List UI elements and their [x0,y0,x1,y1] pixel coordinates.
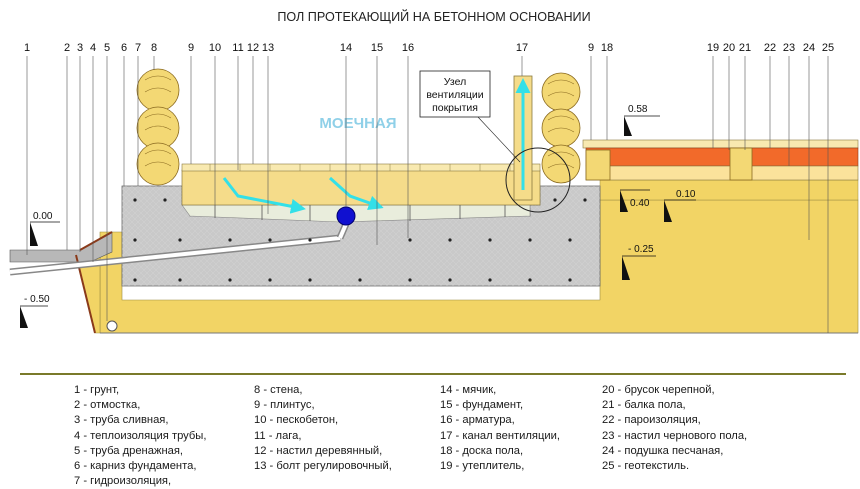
callout-number: 18 [601,42,613,54]
legend-item: 5 - труба дренажная, [74,444,184,457]
legend-item: 2 - отмостка, [74,399,141,412]
diagram-title: ПОЛ ПРОТЕКАЮЩИЙ НА БЕТОННОМ ОСНОВАНИИ [277,9,590,24]
callout-number: 9 [188,42,194,54]
legend-item: 13 - болт регулировочный, [254,460,392,473]
rebar-dots [133,198,587,282]
legend-item: 25 - геотекстиль. [602,460,690,473]
callout-number: 25 [822,42,834,54]
legend-item: 10 - пескобетон, [254,414,339,427]
callout-number: 8 [151,42,157,54]
legend-column-3: 14 - мячик, 15 - фундамент, 16 - арматур… [440,383,560,474]
callout-line: покрытия [432,102,478,114]
callout-number: 21 [739,42,751,54]
legend-item: 9 - плинтус, [254,399,315,412]
log-wall-right [541,72,581,184]
callout-number: 22 [764,42,776,54]
level-minus-0.50: - 0.50 [24,294,50,305]
leader-lines [26,56,829,333]
callout-number: 4 [90,42,96,54]
legend-item: 6 - карниз фундамента, [74,460,197,473]
legend-item: 16 - арматура, [440,414,515,427]
callout-number: 23 [783,42,795,54]
legend-item: 8 - стена, [254,384,303,396]
callout-number: 13 [262,42,274,54]
drain-ball [336,206,356,226]
legend-item: 4 - теплоизоляция трубы, [74,429,207,442]
ventilation-channel [513,75,533,201]
level-0.00: 0.00 [33,211,53,222]
callout-number: 7 [135,42,141,54]
callout-number: 12 [247,42,259,54]
level-marks: 0.00 - 0.50 0.58 0.40 0.10 - 0.25 [20,104,696,328]
callout-number: 14 [340,42,352,54]
level-0.40: 0.40 [630,198,650,209]
legend-item: 20 - брусок черепной, [602,384,715,396]
legend-column-4: 20 - брусок черепной, 21 - балка пола, 2… [602,383,747,474]
legend-item: 17 - канал вентиляции, [440,429,560,442]
legend-item: 1 - грунт, [74,384,120,396]
room-label: МОЕЧНАЯ [319,115,396,132]
adjacent-floor [582,139,859,181]
callout-number: 15 [371,42,383,54]
legend-item: 23 - настил чернового пола, [602,429,748,442]
callout-box [419,70,491,118]
legend-item: 18 - доска пола, [440,444,524,457]
callout-number: 10 [209,42,221,54]
legend-item: 12 - настил деревянный, [254,444,383,457]
legend-item: 3 - труба сливная, [74,414,169,427]
callout-number: 6 [121,42,127,54]
callout-number: 17 [516,42,528,54]
callout-number: 11 [232,42,243,54]
callout-number: 20 [723,42,735,54]
legend-item: 21 - балка пола, [602,399,686,412]
callout-line: Узел [444,76,466,88]
ventilation-node-circle [505,147,571,213]
callout-number: 2 [64,42,70,54]
callout-number: 24 [803,42,815,54]
drain-pipe [9,222,350,276]
callout-numbers: 1 2 3 4 5 6 7 8 9 10 11 12 13 14 15 16 1… [24,42,834,54]
callout-number: 3 [77,42,83,54]
callout-number: 5 [104,42,110,54]
legend-item: 24 - подушка песчаная, [602,444,724,457]
legend-item: 15 - фундамент, [440,399,524,412]
callout-number: 19 [707,42,719,54]
callout-number: 1 [24,42,30,54]
level-0.10: 0.10 [676,189,696,200]
legend-item: 11 - лага, [254,429,302,442]
callout-number: 9 [588,42,594,54]
level-minus-0.25: - 0.25 [628,244,654,255]
legend-item: 14 - мячик, [440,384,497,396]
legend-item: 19 - утеплитель, [440,460,525,473]
legend-item: 22 - пароизоляция, [602,414,701,427]
callout-line: вентиляции [426,89,483,101]
drainage-pipe-section [106,320,118,332]
legend-column-2: 8 - стена, 9 - плинтус, 10 - пескобетон,… [254,383,392,474]
legend-item: 7 - гидроизоляция, [74,475,172,488]
callout-number: 16 [402,42,414,54]
legend-column-1: 1 - грунт, 2 - отмостка, 3 - труба сливн… [74,383,206,489]
level-0.58: 0.58 [628,104,648,115]
flow-arrows [222,176,384,214]
log-wall-left [136,68,180,186]
